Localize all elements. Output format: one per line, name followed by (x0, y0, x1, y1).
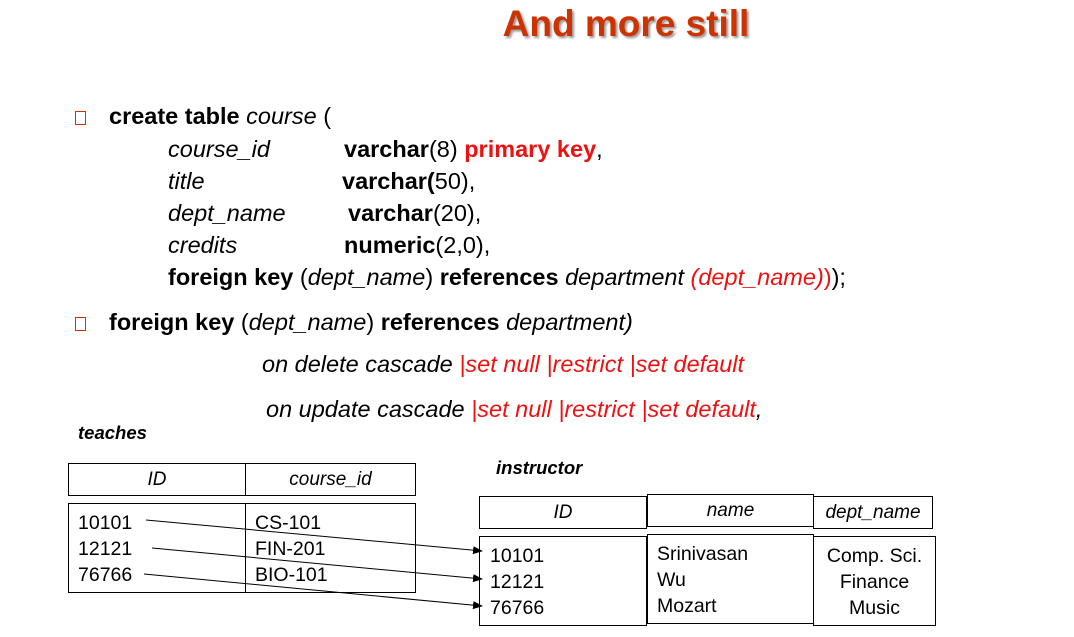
column-dept-name-type: varchar(20), (348, 198, 481, 228)
instructor-label: instructor (496, 457, 583, 478)
table-cell: BIO-101 (255, 564, 328, 586)
referenced-table: department (565, 264, 684, 290)
column-args: 50), (434, 168, 476, 194)
column-dept-name: dept_name (168, 198, 286, 228)
teaches-course-id-header: course_id (289, 469, 372, 490)
column-name: credits (168, 232, 238, 258)
column-type: varchar (348, 200, 433, 226)
arrow-10101 (145, 519, 483, 555)
on-update-end: , (755, 396, 763, 422)
instructor-id-header: ID (553, 502, 573, 523)
column-name: dept_name (168, 200, 286, 226)
foreign-key-keyword: foreign key (109, 309, 235, 335)
teaches-id-column: 10101 12121 76766 (68, 503, 246, 593)
instructor-dept-header: dept_name (825, 502, 921, 523)
column-name: course_id (168, 136, 270, 162)
paren: ( (234, 309, 249, 335)
on-update-prefix: on update cascade (266, 396, 472, 422)
table-cell: 10101 (78, 512, 133, 534)
instructor-dept-column: Comp. Sci. Finance Music (813, 536, 936, 626)
column-end: , (596, 136, 603, 162)
slide-title: And more still (502, 3, 750, 44)
foreign-key-actions-line: foreign key (dept_name) references depar… (109, 307, 633, 337)
close-paren: ) (823, 264, 832, 290)
table-cell: Mozart (657, 595, 717, 617)
primary-key-keyword: primary key (464, 136, 597, 162)
table-cell: Music (849, 597, 900, 619)
fk-column: dept_name (248, 309, 367, 335)
teaches-course-id-column: CS-101 FIN-201 BIO-101 (245, 503, 416, 593)
references-keyword: references (439, 264, 559, 290)
paren: ) (366, 309, 381, 335)
table-cell: FIN-201 (255, 538, 326, 560)
create-keyword: create table (109, 103, 240, 129)
instructor-id-header-cell: ID (479, 496, 647, 529)
instructor-dept-header-cell: dept_name (813, 496, 933, 529)
column-course-id-type: varchar(8) primary key, (344, 134, 603, 164)
paren: ) (425, 264, 440, 290)
arrow-76766 (143, 573, 483, 610)
table-cell: Srinivasan (657, 543, 749, 565)
create-table-line: create table course ( (109, 101, 331, 131)
references-keyword: references (380, 309, 500, 335)
column-args: (2,0), (435, 232, 491, 258)
table-cell: 12121 (78, 538, 133, 560)
column-args: (8) (428, 136, 465, 162)
table-name: course (246, 103, 317, 129)
teaches-label: teaches (78, 422, 147, 443)
table-cell: 10101 (490, 545, 545, 567)
foreign-key-clause: foreign key (dept_name) references depar… (168, 262, 846, 292)
on-delete-line: on delete cascade |set null |restrict |s… (262, 349, 744, 379)
column-course-id: course_id (168, 134, 270, 164)
column-args: (20), (432, 200, 482, 226)
fk-column: dept_name (307, 264, 426, 290)
open-paren: ( (316, 103, 332, 129)
instructor-name-header: name (706, 500, 755, 521)
table-cell: 76766 (78, 564, 133, 586)
on-update-options: |set null |restrict |set default (471, 396, 756, 422)
table-cell: CS-101 (255, 512, 322, 534)
instructor-id-column: 10101 12121 76766 (479, 536, 647, 626)
referenced-table: department) (506, 309, 633, 335)
column-name: title (168, 168, 205, 194)
table-cell: Finance (839, 571, 910, 593)
column-credits: credits (168, 230, 237, 260)
column-title: title (168, 166, 205, 196)
column-type: numeric (344, 232, 436, 258)
instructor-name-column: Srinivasan Wu Mozart (647, 534, 814, 624)
bullet-1-icon (75, 111, 86, 125)
foreign-key-keyword: foreign key (168, 264, 294, 290)
bullet-2-icon (75, 317, 86, 331)
on-delete-prefix: on delete cascade (262, 351, 460, 377)
column-credits-type: numeric(2,0), (344, 230, 490, 260)
table-cell: 12121 (490, 571, 545, 593)
paren: ( (293, 264, 308, 290)
referenced-column: (dept_name) (684, 264, 824, 290)
teaches-id-header: ID (147, 469, 167, 490)
table-cell: Wu (657, 569, 686, 591)
column-title-type: varchar(50), (342, 166, 475, 196)
arrow-12121 (151, 547, 483, 583)
column-type: varchar (344, 136, 429, 162)
on-delete-options: |set null |restrict |set default (459, 351, 745, 377)
table-cell: Comp. Sci. (826, 545, 923, 567)
on-update-line: on update cascade |set null |restrict |s… (266, 394, 762, 424)
statement-end: ); (831, 264, 846, 290)
teaches-course-id-header-cell: course_id (245, 463, 416, 496)
table-cell: 76766 (490, 597, 545, 619)
column-type: varchar( (342, 168, 435, 194)
